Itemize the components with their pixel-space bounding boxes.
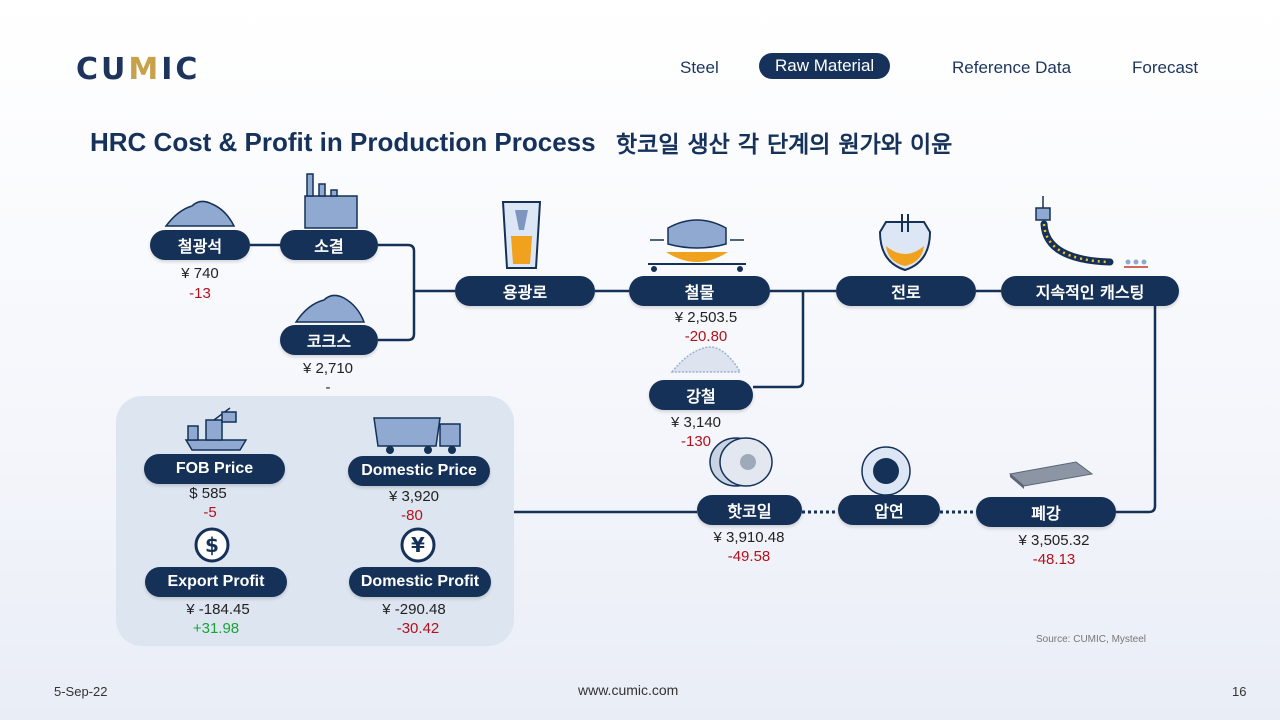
- slab-price: ¥ 3,505.32: [1018, 532, 1090, 549]
- flow-lines: [250, 243, 1157, 514]
- fob-price-change: -5: [203, 504, 217, 521]
- molten-iron-price: ¥ 2,503.5: [674, 309, 738, 326]
- footer-url[interactable]: www.cumic.com: [578, 682, 679, 698]
- hot-coil-change: -49.58: [727, 548, 771, 565]
- scrap-pile-icon: [670, 346, 742, 373]
- node-sinter: 소결: [280, 230, 378, 260]
- slab-icon: [1008, 461, 1094, 489]
- domestic-price-value: ¥ 3,920: [388, 488, 440, 505]
- node-blast-furnace: 용광로: [455, 276, 595, 306]
- node-hot-coil: 핫코일: [697, 495, 802, 525]
- blast-furnace-icon: [501, 201, 542, 269]
- hot-coil-icon: [709, 437, 773, 487]
- ore-pile-icon: [164, 200, 236, 227]
- nav-reference-data[interactable]: Reference Data: [952, 58, 1072, 77]
- node-coke: 코크스: [280, 325, 378, 355]
- domestic-profit-value: ¥ -290.48: [382, 601, 446, 618]
- source-note: Source: CUMIC, Mysteel: [1036, 634, 1147, 645]
- dollar-icon: $: [194, 527, 230, 563]
- nav-raw-material[interactable]: Raw Material: [759, 53, 891, 79]
- iron-ore-price: ¥ 740: [181, 265, 219, 282]
- export-profit-change: +31.98: [192, 620, 240, 637]
- slab-change: -48.13: [1032, 551, 1076, 568]
- node-slab: 폐강: [976, 497, 1116, 527]
- line-sinter-coke: [378, 243, 416, 342]
- footer-date: 5-Sep-22: [54, 684, 108, 699]
- line-scrap-join: [753, 291, 805, 389]
- nav-forecast[interactable]: Forecast: [1132, 58, 1199, 77]
- fob-price-value: $ 585: [189, 485, 227, 502]
- page-number: 16: [1232, 684, 1247, 699]
- coke-change: -: [325, 379, 331, 396]
- truck-icon: [373, 417, 461, 454]
- export-profit-label: Export Profit: [145, 567, 287, 597]
- logo-suffix: IC: [161, 52, 201, 87]
- node-converter: 전로: [836, 276, 976, 306]
- node-iron-ore: 철광석: [150, 230, 250, 260]
- node-continuous-casting: 지속적인 캐스팅: [1001, 276, 1179, 306]
- domestic-profit-change: -30.42: [396, 620, 440, 637]
- page-title: HRC Cost & Profit in Production Process: [90, 127, 596, 157]
- molten-iron-icon: [648, 219, 746, 272]
- nav-steel[interactable]: Steel: [680, 58, 719, 77]
- fob-price-label: FOB Price: [144, 454, 285, 484]
- continuous-casting-icon: [1035, 196, 1148, 268]
- domestic-price-label: Domestic Price: [348, 456, 490, 486]
- svg-text:¥: ¥: [411, 533, 425, 557]
- domestic-profit-label: Domestic Profit: [349, 567, 491, 597]
- converter-icon: [878, 214, 932, 272]
- cumic-logo: CUMIC: [76, 52, 200, 87]
- molten-iron-change: -20.80: [684, 328, 728, 345]
- yen-icon: ¥: [400, 527, 436, 563]
- scrap-price: ¥ 3,140: [670, 414, 722, 431]
- node-molten-iron: 철물: [629, 276, 770, 306]
- factory-icon: [304, 173, 358, 229]
- node-scrap: 강철: [649, 380, 753, 410]
- iron-ore-change: -13: [189, 285, 211, 302]
- page-title-korean: 핫코일 생산 각 단계의 원가와 이윤: [616, 132, 953, 158]
- line-casting-slab: [1116, 304, 1157, 514]
- coke-price: ¥ 2,710: [302, 360, 354, 377]
- hot-coil-price: ¥ 3,910.48: [713, 529, 785, 546]
- scrap-change: -130: [680, 433, 712, 450]
- logo-prefix: CU: [76, 52, 129, 87]
- rolling-icon: [861, 446, 911, 496]
- svg-text:$: $: [205, 533, 219, 557]
- logo-accent: M: [128, 52, 162, 87]
- export-profit-value: ¥ -184.45: [186, 601, 250, 618]
- ship-crane-icon: [184, 407, 248, 451]
- domestic-price-change: -80: [401, 507, 423, 524]
- node-rolling: 압연: [838, 495, 940, 525]
- coke-pile-icon: [294, 294, 366, 323]
